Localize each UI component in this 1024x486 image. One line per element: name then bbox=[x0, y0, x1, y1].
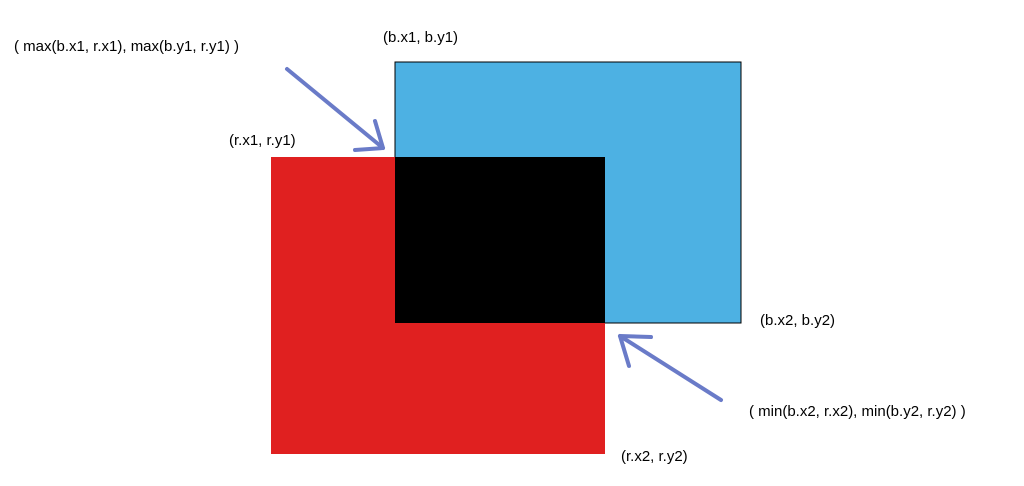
arrow-to-intersection-bottom-right bbox=[618, 334, 723, 402]
arrow-to-intersection-top-left bbox=[285, 67, 385, 152]
intersection-rectangle bbox=[395, 157, 605, 323]
red-top-left-label: (r.x1, r.y1) bbox=[229, 132, 296, 149]
blue-top-left-label: (b.x1, b.y1) bbox=[383, 29, 459, 46]
intersection-bottom-right-label: ( min(b.x2, r.x2), min(b.y2, r.y2) ) bbox=[749, 403, 966, 420]
red-bottom-right-label: (r.x2, r.y2) bbox=[621, 448, 688, 465]
blue-bottom-right-label: (b.x2, b.y2) bbox=[760, 312, 836, 329]
intersection-top-left-label: ( max(b.x1, r.x1), max(b.y1, r.y1) ) bbox=[14, 38, 240, 55]
